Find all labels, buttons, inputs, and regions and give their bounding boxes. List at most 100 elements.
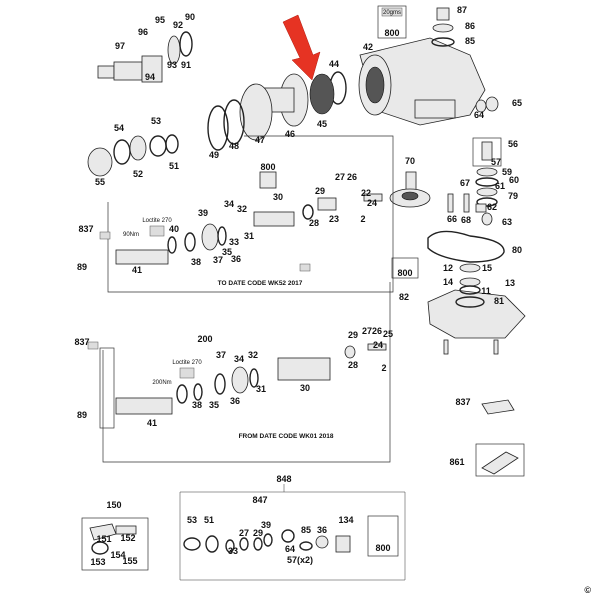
part-label: 51 <box>169 161 179 171</box>
part-label: 55 <box>95 177 105 187</box>
part-label: 153 <box>90 557 105 567</box>
grease-label-right: 800 <box>397 268 412 278</box>
part-label: 15 <box>482 263 492 273</box>
part-label: 62 <box>487 202 497 212</box>
part-label: 32 <box>248 350 258 360</box>
part-label: 95 <box>155 15 165 25</box>
part-label: 33 <box>229 237 239 247</box>
part-label: 40 <box>169 224 179 234</box>
caption-date-to: TO DATE CODE WK52 2017 <box>218 280 303 287</box>
part-label: 66 <box>447 214 457 224</box>
part-label: 56 <box>508 139 518 149</box>
part-label: 35 <box>222 247 232 257</box>
part-label: 152 <box>120 533 135 543</box>
part-label: 27 <box>239 528 249 538</box>
part-label: 31 <box>256 384 266 394</box>
part-label: 41 <box>132 265 142 275</box>
part-label: 34 <box>224 199 234 209</box>
part-label: 97 <box>115 41 125 51</box>
part-label: 85 <box>301 525 311 535</box>
caption-date-from: FROM DATE CODE WK01 2018 <box>239 433 334 440</box>
part-label: 44 <box>329 59 339 69</box>
part-label: 87 <box>457 5 467 15</box>
part-label: 53 <box>151 116 161 126</box>
grease-label-kit: 800 <box>375 543 390 553</box>
part-label: 13 <box>505 278 515 288</box>
part-label: 154 <box>110 550 125 560</box>
part-label: 38 <box>191 257 201 267</box>
part-label: 11 <box>481 286 491 296</box>
kit-box-150 <box>81 517 149 571</box>
part-label: 23 <box>329 214 339 224</box>
part-label: 30 <box>300 383 310 393</box>
part-label: 65 <box>512 98 522 108</box>
part-label: 36 <box>231 254 241 264</box>
part-label: 94 <box>145 72 155 82</box>
part-label: 151 <box>96 534 111 544</box>
part-label: 155 <box>122 556 137 566</box>
housing-part-42 <box>358 37 486 126</box>
gear-part-70 <box>389 171 431 208</box>
torque-top: 90Nm <box>123 232 139 238</box>
part-label: 24 <box>367 198 377 208</box>
part-label: 2 <box>381 363 386 373</box>
grease-label-top: 800 <box>384 28 399 38</box>
part-label: 64 <box>474 110 484 120</box>
part-label: 89 <box>77 410 87 420</box>
part-label: 82 <box>399 292 409 302</box>
part-label: 26 <box>372 326 382 336</box>
part-label: 64 <box>285 544 295 554</box>
part-label: 32 <box>237 204 247 214</box>
part-label: 25 <box>383 329 393 339</box>
part-label: 81 <box>494 296 504 306</box>
grease-label-upper: 800 <box>260 162 275 172</box>
parts-gear-stack <box>207 71 347 151</box>
part-label: 80 <box>512 245 522 255</box>
part-label: 67 <box>460 178 470 188</box>
part-label: 837 <box>455 397 470 407</box>
part-label: 48 <box>229 141 239 151</box>
part-label: 837 <box>74 337 89 347</box>
part-label: 90 <box>185 12 195 22</box>
red-arrow-icon <box>282 14 321 81</box>
part-label: 28 <box>309 218 319 228</box>
part-label: 39 <box>198 208 208 218</box>
part-label: 29 <box>315 186 325 196</box>
loctite-lower: Loctite 270 <box>172 360 202 366</box>
part-label: 847 <box>252 495 267 505</box>
part-label: 91 <box>181 60 191 70</box>
upper-shaft-assembly: 800 90Nm Loctite 270 TO DATE CODE WK52 2… <box>99 135 394 293</box>
part-label: 848 <box>276 474 291 484</box>
copyright-mark: © <box>584 585 591 595</box>
plate-part-81: 800 <box>391 257 526 355</box>
part-label: 45 <box>317 119 327 129</box>
lower-shaft-assembly: 200Nm Loctite 270 FROM DATE CODE WK01 20… <box>87 282 391 463</box>
part-label: 41 <box>147 418 157 428</box>
part-label: 12 <box>443 263 453 273</box>
part-label: 86 <box>465 21 475 31</box>
part-label: 33 <box>228 546 238 556</box>
part-label: 2 <box>360 214 365 224</box>
part-label: 52 <box>133 169 143 179</box>
part-861 <box>475 443 525 477</box>
part-label: 34 <box>234 354 244 364</box>
part-label: 59 <box>502 167 512 177</box>
part-label: 200 <box>197 334 212 344</box>
part-label: 93 <box>167 60 177 70</box>
part-label: 27 <box>335 172 345 182</box>
grease-box-top: 800 20gms <box>377 5 407 39</box>
part-label: 70 <box>405 156 415 166</box>
part-label: 24 <box>373 340 383 350</box>
part-label: 27 <box>362 326 372 336</box>
parts-upper-left <box>97 31 193 83</box>
part-label: 37 <box>216 350 226 360</box>
part-label: 96 <box>138 27 148 37</box>
kit-box-847: 800 <box>179 484 406 581</box>
part-label: 861 <box>449 457 464 467</box>
grease-weight-top: 20gms <box>383 10 401 16</box>
part-label: 39 <box>261 520 271 530</box>
part-label: 47 <box>255 135 265 145</box>
part-label: 36 <box>230 396 240 406</box>
part-label: 63 <box>502 217 512 227</box>
